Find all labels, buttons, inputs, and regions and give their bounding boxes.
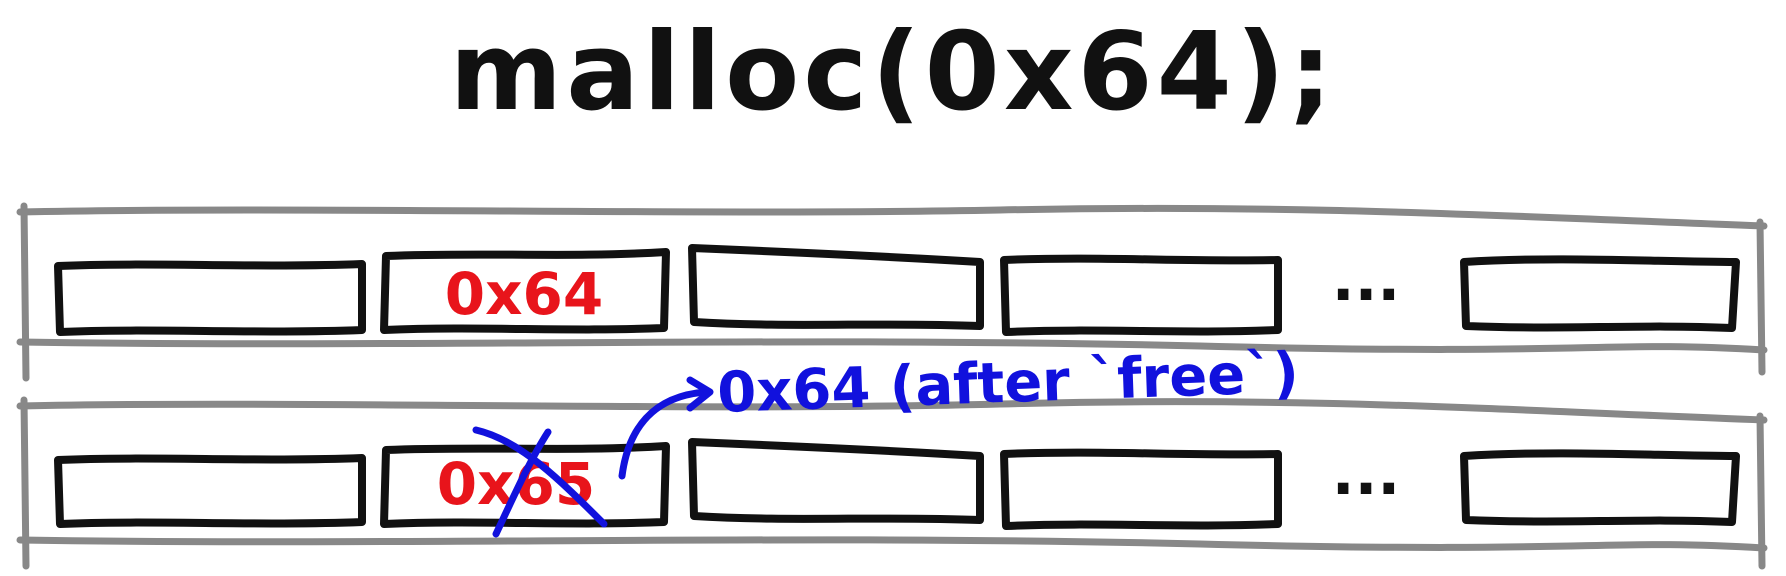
- row-1-cell-1: [54, 260, 366, 336]
- memory-row-1: [16, 202, 1768, 382]
- row-1-frame-right: [1756, 218, 1766, 376]
- row-1-cell-6: [1460, 255, 1740, 332]
- row-2-cell-1: [54, 454, 366, 528]
- row-2-cell-3: [688, 438, 984, 524]
- row-1-frame-top: [16, 204, 1768, 230]
- row-1-cell-4: [1000, 254, 1282, 336]
- annotation-arrow: [618, 376, 714, 480]
- row-2-cell-4: [1000, 448, 1282, 530]
- row-2-frame-bottom: [16, 536, 1768, 552]
- row-2-frame-left: [20, 396, 30, 570]
- strike-x-mark: [472, 426, 608, 538]
- diagram-title: malloc(0x64);: [449, 10, 1337, 135]
- row-1-cell-2: [380, 248, 670, 334]
- row-2-frame-right: [1756, 412, 1766, 570]
- row-1-ellipsis: ...: [1332, 245, 1400, 315]
- row-2-ellipsis: ...: [1332, 439, 1400, 509]
- row-2-cell-6: [1460, 449, 1740, 526]
- row-1-cell-3: [688, 244, 984, 330]
- row-2-frame-top: [16, 398, 1768, 424]
- row-1-frame-bottom: [16, 338, 1768, 354]
- memory-row-2: [16, 396, 1768, 570]
- row-1-frame-left: [20, 202, 30, 382]
- row-1-cell-2-value: 0x64: [445, 260, 603, 328]
- row-2-cell-2: [380, 442, 670, 528]
- annotation-text: 0x64 (after `free`): [716, 341, 1300, 426]
